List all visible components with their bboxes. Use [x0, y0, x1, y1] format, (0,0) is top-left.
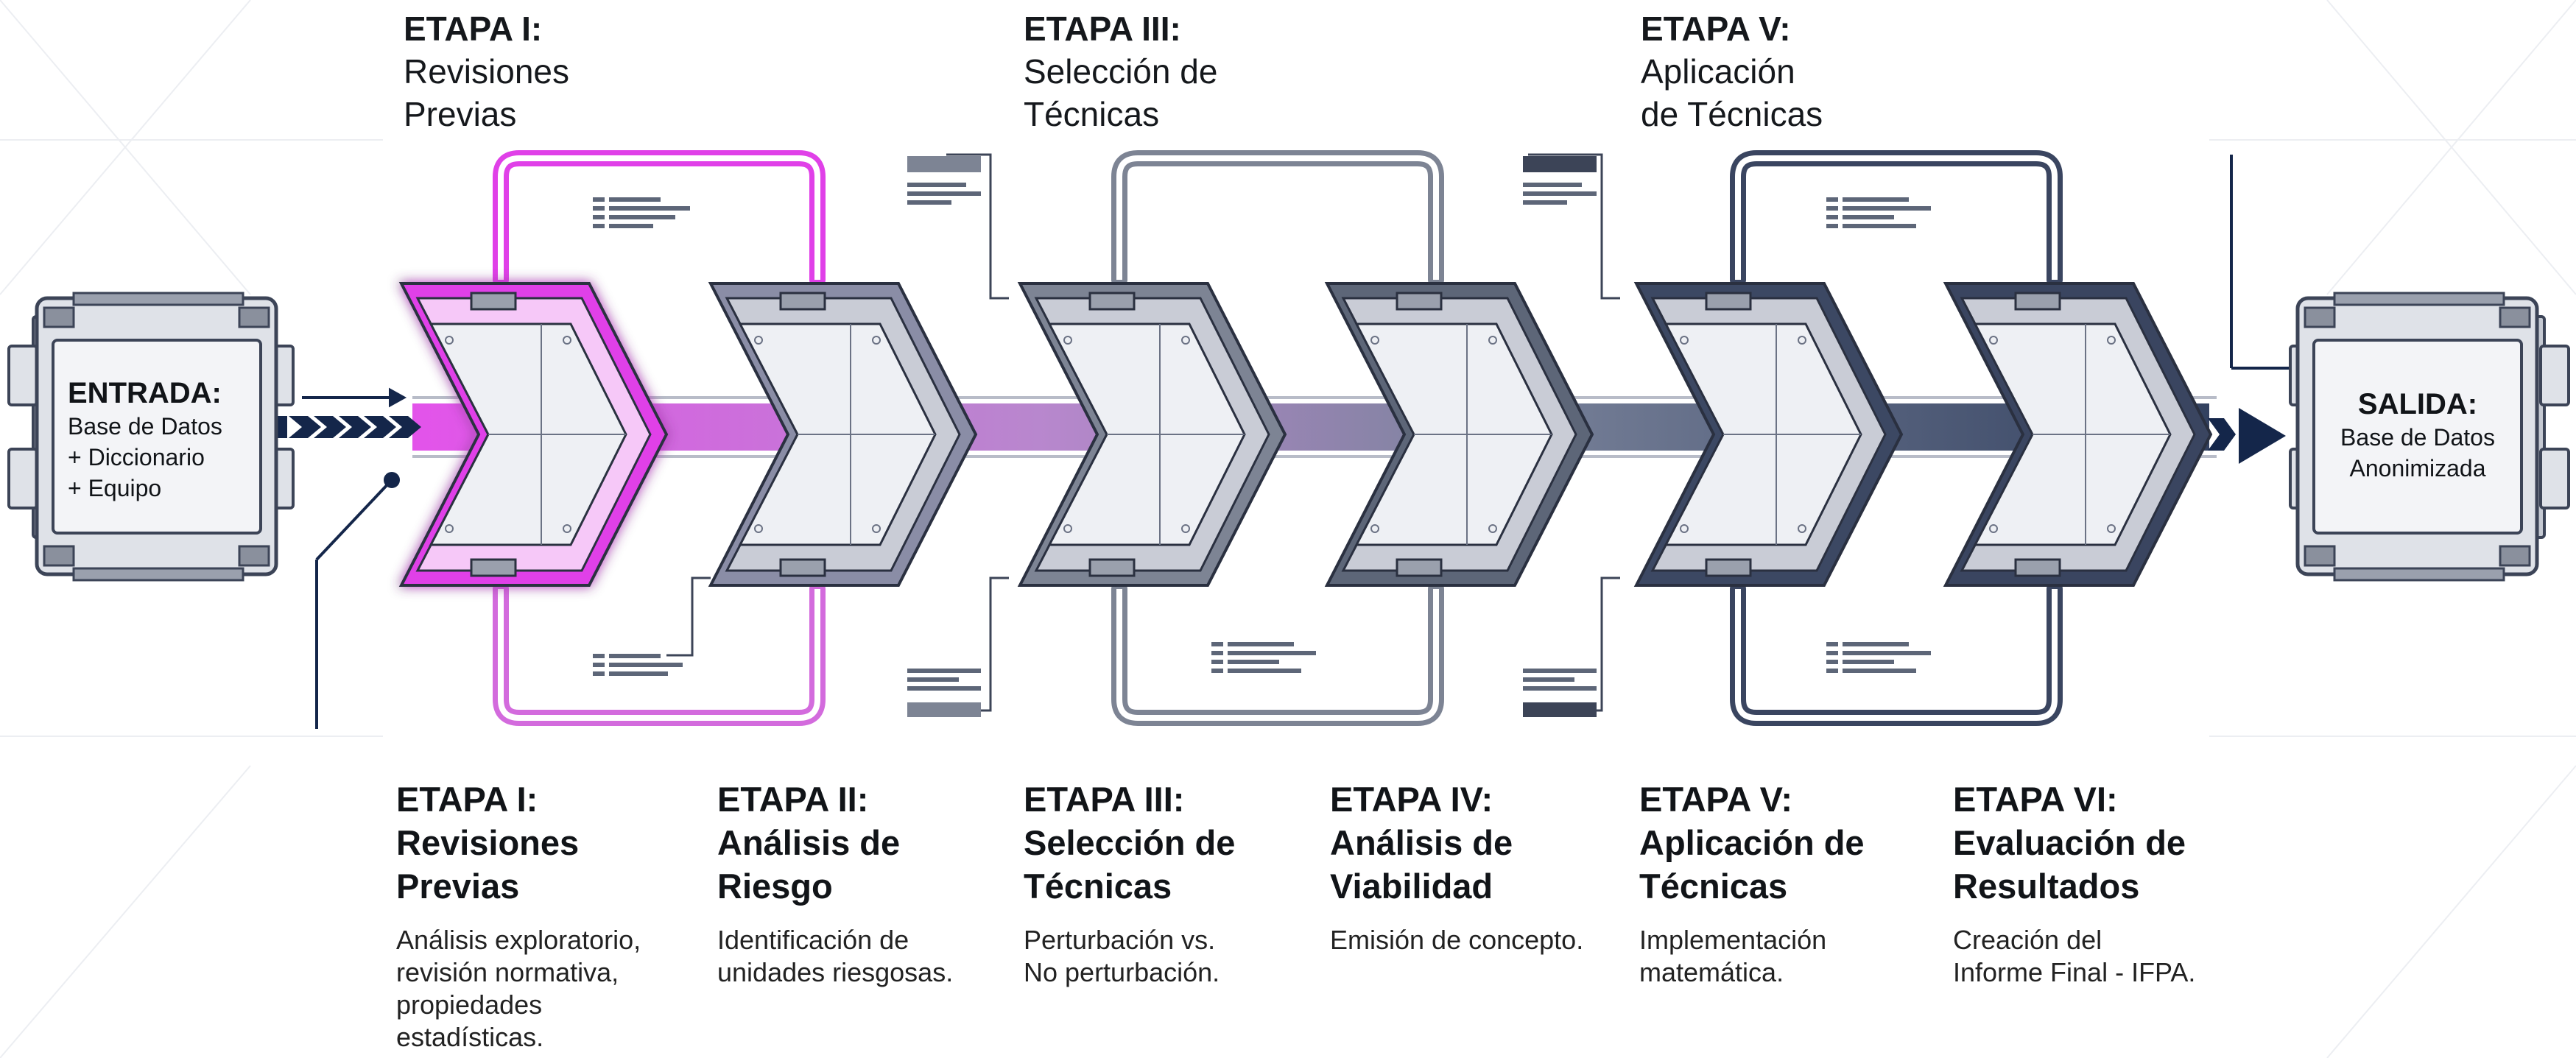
chevron-stage-2 — [708, 282, 978, 587]
stage-6-text: Creación del Informe Final - IFPA. — [1953, 925, 2196, 987]
stage-1-title-line2: Revisiones — [396, 823, 580, 862]
stage-1-text: Análisis exploratorio, revisión normativ… — [396, 925, 641, 1052]
chevron-stage-4 — [1324, 282, 1594, 587]
stage-2-title-line2: Análisis de — [717, 823, 901, 862]
stage-1-title-line3: Previas — [396, 867, 520, 906]
top-title-3-line2: Selección de — [1024, 52, 1218, 91]
stage-5-text: Implementación matemática. — [1639, 925, 1827, 987]
stage-5-title-line3: Técnicas — [1639, 867, 1788, 906]
stage-3-title-line3: Técnicas — [1024, 867, 1172, 906]
connector-bottom-1-2 — [493, 581, 826, 726]
connector-top-3-4 — [1111, 150, 1444, 288]
stage-6-description: ETAPA VI: Evaluación de Resultados Creac… — [1953, 777, 2248, 989]
input-label: ENTRADA: Base de Datos + Diccionario + E… — [68, 375, 252, 504]
stage-2-text: Identificación de unidades riesgosas. — [717, 925, 954, 987]
stage-4-text: Emisión de concepto. — [1330, 925, 1584, 955]
stage-1-title-line1: ETAPA I: — [396, 780, 538, 819]
stage-chevrons — [398, 282, 2213, 587]
top-title-stage-1: ETAPA I: Revisiones Previas — [404, 7, 569, 135]
mini-bar-glyphs — [593, 156, 1931, 717]
annotation-leaders — [666, 153, 1620, 712]
stage-4-title-line1: ETAPA IV: — [1330, 780, 1493, 819]
top-title-stage-3: ETAPA III: Selección de Técnicas — [1024, 7, 1217, 135]
stage-3-description: ETAPA III: Selección de Técnicas Perturb… — [1024, 777, 1318, 989]
input-connector-arrow — [302, 387, 407, 729]
input-chevrons — [277, 416, 421, 438]
top-title-3-line3: Técnicas — [1024, 95, 1160, 133]
flow-track — [412, 396, 2217, 458]
stage-connectors-inner — [498, 155, 2058, 721]
top-title-5-line3: de Técnicas — [1641, 95, 1823, 133]
top-title-1-line2: Revisiones — [404, 52, 569, 91]
connector-top-5-6 — [1730, 150, 2063, 288]
output-arrow — [2208, 155, 2289, 464]
chevron-stage-5 — [1633, 282, 1904, 587]
stage-2-title-line3: Riesgo — [717, 867, 833, 906]
top-title-1-line3: Previas — [404, 95, 517, 133]
stage-4-description: ETAPA IV: Análisis de Viabilidad Emisión… — [1330, 777, 1625, 956]
stage-6-title-line2: Evaluación de — [1953, 823, 2186, 862]
input-body: Base de Datos + Diccionario + Equipo — [68, 413, 222, 501]
stage-2-title-line1: ETAPA II: — [717, 780, 869, 819]
stage-4-title-line3: Viabilidad — [1330, 867, 1493, 906]
output-body: Base de Datos Anonimizada — [2340, 424, 2495, 482]
stage-5-title-line1: ETAPA V: — [1639, 780, 1793, 819]
stage-4-title-line2: Análisis de — [1330, 823, 1513, 862]
top-title-5-line1: ETAPA V: — [1641, 10, 1791, 48]
top-title-stage-5: ETAPA V: Aplicación de Técnicas — [1641, 7, 1823, 135]
output-title: SALIDA: — [2357, 388, 2478, 420]
stage-3-title-line2: Selección de — [1024, 823, 1236, 862]
input-title: ENTRADA: — [68, 377, 222, 409]
top-title-1-line1: ETAPA I: — [404, 10, 543, 48]
chevron-stage-1 — [398, 282, 669, 587]
stage-1-description: ETAPA I: Revisiones Previas Análisis exp… — [396, 777, 691, 1054]
output-device — [2289, 292, 2570, 582]
top-title-3-line1: ETAPA III: — [1024, 10, 1181, 48]
stage-3-title-line1: ETAPA III: — [1024, 780, 1185, 819]
chevron-stage-6 — [1943, 282, 2213, 587]
stage-6-title-line1: ETAPA VI: — [1953, 780, 2118, 819]
stage-5-title-line2: Aplicación de — [1639, 823, 1865, 862]
top-title-5-line2: Aplicación — [1641, 52, 1795, 91]
output-label: SALIDA: Base de Datos Anonimizada — [2321, 387, 2514, 484]
stage-3-text: Perturbación vs. No perturbación. — [1024, 925, 1220, 987]
stage-2-description: ETAPA II: Análisis de Riesgo Identificac… — [717, 777, 1012, 989]
chevron-stage-3 — [1017, 282, 1287, 587]
input-device — [7, 292, 295, 582]
stage-6-title-line3: Resultados — [1953, 867, 2140, 906]
stage-5-description: ETAPA V: Aplicación de Técnicas Implemen… — [1639, 777, 1934, 989]
